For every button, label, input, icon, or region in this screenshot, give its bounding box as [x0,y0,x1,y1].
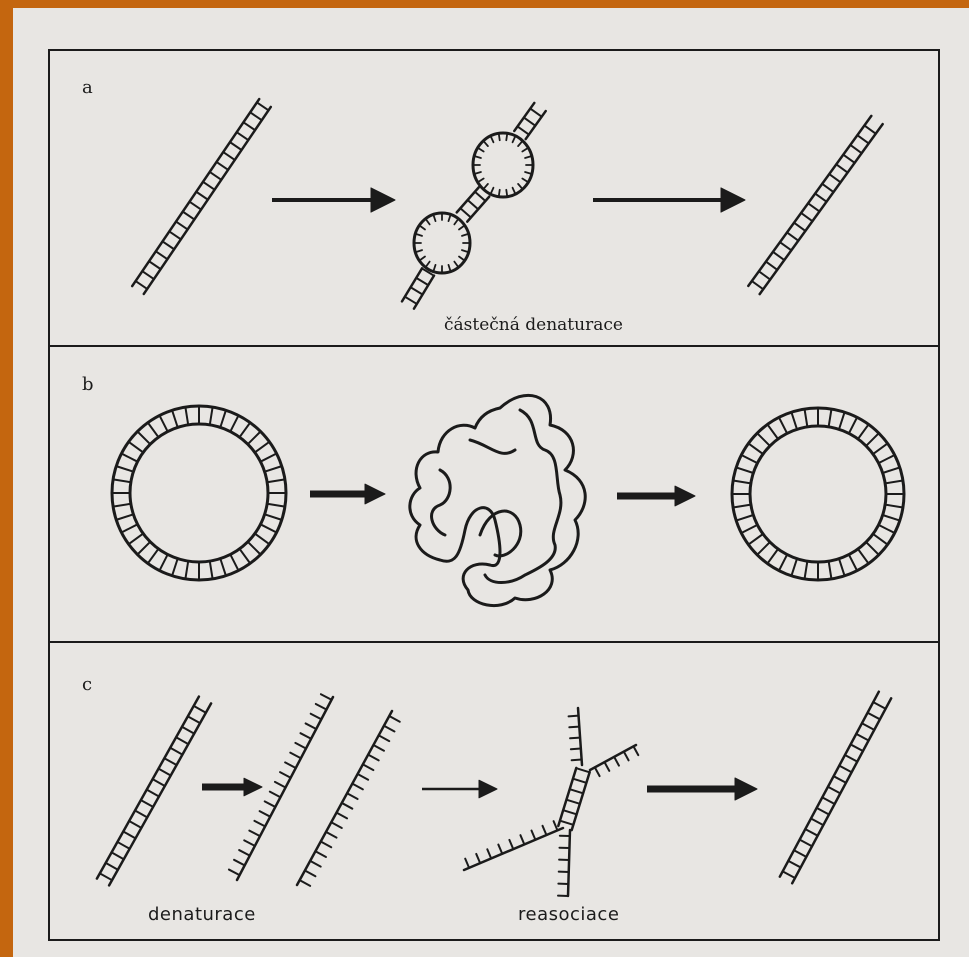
arrow-a-1 [272,188,395,212]
figure-page: a b c částečná denaturace denaturace rea… [13,8,969,957]
denaturation-caption: denaturace [148,904,256,925]
dsdna-segment-a-bottom [402,268,434,308]
dsdna-ladder-a-left [132,99,271,294]
bubble-upper [473,133,533,197]
circular-dsdna-left [112,406,286,580]
circular-dsdna-right [732,408,904,580]
dna-denaturation-figure: a b c částečná denaturace denaturace rea… [13,8,969,957]
arrow-a-2 [593,188,745,212]
arrow-c-1 [202,778,262,796]
dsdna-segment-a-middle [457,187,490,221]
dsdna-ladder-a-right [748,116,882,294]
panel-a-frame [49,50,939,346]
arrow-c-2 [422,780,497,798]
partial-denaturation-caption: částečná denaturace [444,315,623,335]
arrow-b-1 [310,484,385,504]
dsdna-ladder-c-left [97,697,211,886]
reassociation-arm-left [464,821,563,870]
panel-c-label: c [82,674,92,695]
arrow-c-3 [647,778,757,800]
reassociation-arm-down [558,830,570,896]
panel-b-label: b [82,374,94,395]
reassociation-arm-up [569,708,582,765]
reassociation-arm-right [590,745,638,776]
reassociating-duplex-c [558,768,589,830]
reassociation-caption: reasociace [518,904,619,925]
dsdna-ladder-c-right [780,692,891,884]
panel-b-frame [49,346,939,642]
panel-a-label: a [82,77,93,98]
arrow-b-2 [617,486,695,506]
bubble-lower [414,213,470,273]
tangled-single-strand [410,395,585,605]
dsdna-segment-a-top [514,103,545,139]
